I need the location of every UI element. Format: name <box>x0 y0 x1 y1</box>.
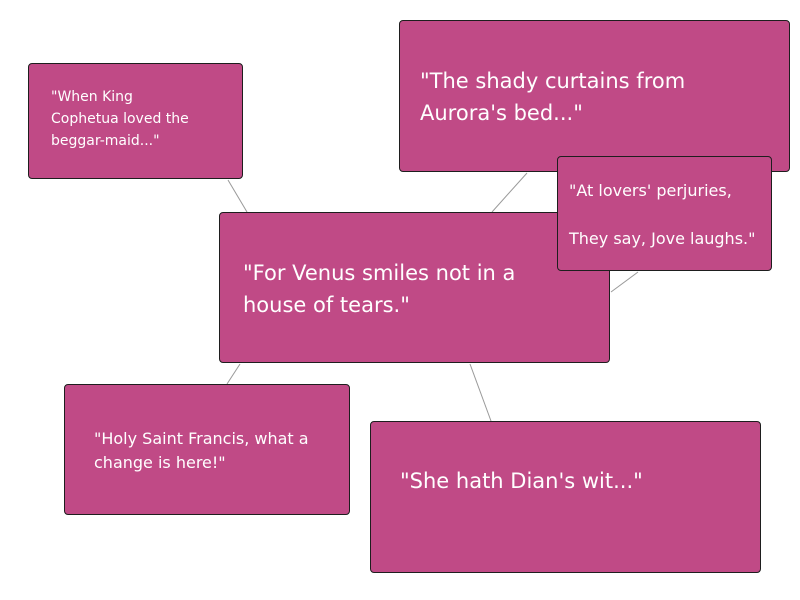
quote-node-dian[interactable]: "She hath Dian's wit..." <box>370 421 761 573</box>
quote-text-cophetua: "When King Cophetua loved the beggar-mai… <box>51 89 189 149</box>
quote-node-francis[interactable]: "Holy Saint Francis, what a change is he… <box>64 384 350 515</box>
quote-text-aurora: "The shady curtains from Aurora's bed...… <box>420 69 686 125</box>
quote-node-jove[interactable]: "At lovers' perjuries, They say, Jove la… <box>557 156 772 271</box>
quote-text-dian: "She hath Dian's wit..." <box>400 469 643 493</box>
quote-node-cophetua[interactable]: "When King Cophetua loved the beggar-mai… <box>28 63 243 179</box>
link-venus-dian <box>469 363 492 422</box>
link-venus-jove <box>610 271 639 293</box>
link-venus-cophetua <box>227 179 248 213</box>
quote-node-venus[interactable]: "For Venus smiles not in a house of tear… <box>219 212 610 363</box>
quote-text-jove: "At lovers' perjuries, They say, Jove la… <box>569 181 756 248</box>
quote-node-aurora[interactable]: "The shady curtains from Aurora's bed...… <box>399 20 790 172</box>
link-venus-aurora <box>491 172 528 213</box>
link-venus-francis <box>226 363 241 385</box>
quote-text-francis: "Holy Saint Francis, what a change is he… <box>94 429 309 472</box>
quote-text-venus: "For Venus smiles not in a house of tear… <box>243 261 516 317</box>
